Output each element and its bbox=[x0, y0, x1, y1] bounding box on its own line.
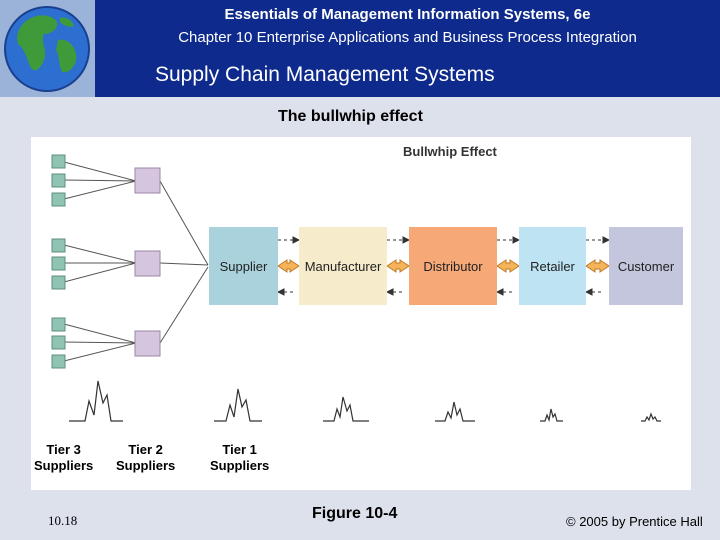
copyright: © 2005 by Prentice Hall bbox=[566, 514, 703, 529]
slide-header: Essentials of Management Information Sys… bbox=[0, 0, 720, 97]
globe-logo bbox=[0, 0, 95, 97]
entity-retailer-label: Retailer bbox=[530, 258, 575, 274]
entity-distributor-label: Distributor bbox=[423, 258, 483, 274]
bullwhip-diagram bbox=[51, 154, 661, 423]
tier2-label: Tier 2 Suppliers bbox=[116, 442, 175, 474]
entity-manufacturer: Manufacturer bbox=[299, 227, 387, 305]
bullwhip-figure: Bullwhip Effect Supplier Manufacturer Di… bbox=[31, 137, 691, 490]
entity-customer-label: Customer bbox=[617, 258, 675, 274]
figure-label: Figure 10-4 bbox=[312, 505, 398, 522]
slide-subtitle: The bullwhip effect bbox=[278, 108, 423, 125]
entity-supplier-label: Supplier bbox=[219, 258, 268, 274]
slide-number: 10.18 bbox=[48, 513, 78, 528]
tier3-line1: Tier 3 bbox=[46, 442, 81, 457]
tier3-label: Tier 3 Suppliers bbox=[34, 442, 93, 474]
entity-distributor: Distributor bbox=[409, 227, 497, 305]
tier1-line1: Tier 1 bbox=[222, 442, 257, 457]
entity-customer: Customer bbox=[609, 227, 683, 305]
tier3-supplier-boxes bbox=[51, 154, 66, 369]
tier1-line2: Suppliers bbox=[210, 458, 270, 473]
entity-manufacturer-label: Manufacturer bbox=[304, 258, 382, 274]
tier3-line2: Suppliers bbox=[34, 458, 94, 473]
demand-spike-waves bbox=[69, 380, 661, 423]
tier1-label: Tier 1 Suppliers bbox=[210, 442, 269, 474]
chapter-title: Chapter 10 Enterprise Applications and B… bbox=[178, 29, 637, 46]
slide-title: Supply Chain Management Systems bbox=[155, 63, 495, 86]
supplier-network bbox=[63, 161, 209, 362]
tier2-line2: Suppliers bbox=[116, 458, 176, 473]
tier2-supplier-boxes bbox=[134, 167, 161, 357]
flow-arrows bbox=[276, 236, 611, 296]
course-title: Essentials of Management Information Sys… bbox=[224, 6, 591, 23]
entity-supplier: Supplier bbox=[209, 227, 278, 305]
entity-retailer: Retailer bbox=[519, 227, 586, 305]
figure-title: Bullwhip Effect bbox=[403, 144, 497, 159]
tier2-line1: Tier 2 bbox=[128, 442, 163, 457]
